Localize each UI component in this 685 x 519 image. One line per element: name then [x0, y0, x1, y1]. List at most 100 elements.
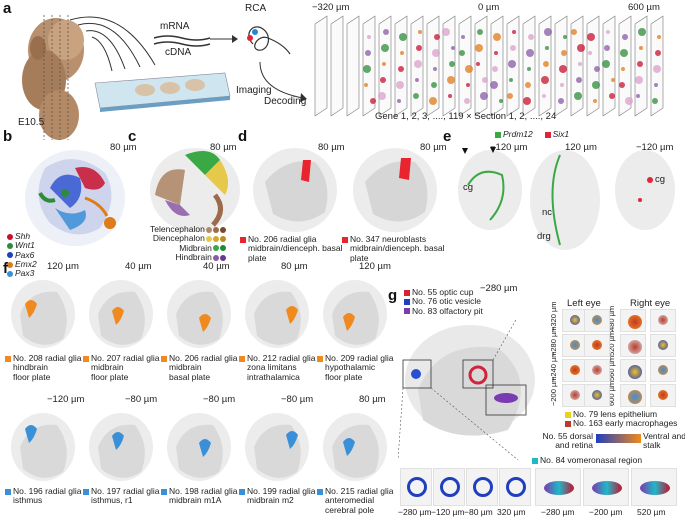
d-depth-2: 80 µm: [420, 142, 447, 153]
otic-ring: [473, 477, 493, 497]
e-depth-3: −120 µm: [636, 142, 674, 153]
f-legend-text: No. 212 radial glia: [247, 353, 316, 363]
f-legend-text: isthmus, r1: [91, 495, 133, 506]
c-legend-item: Telencephalon: [150, 224, 226, 234]
c-region-dot: [205, 236, 212, 243]
eye-signal: [570, 340, 580, 350]
b-gene-name: Wnt1: [15, 240, 35, 251]
stack-section: [426, 15, 440, 117]
gradient-label-left: No. 55 dorsal and retina: [542, 431, 593, 451]
e-annot-cg-1: cg: [463, 182, 474, 193]
stack-section: [394, 15, 408, 117]
e-annot-drg: drg: [537, 231, 551, 242]
f-depth: 40 µm: [125, 261, 152, 272]
c-region-dot: [219, 236, 226, 243]
f-swatch: [317, 488, 323, 495]
f-legend-text: No. 209 radial glia: [325, 353, 394, 363]
b-legend-item: Shh: [6, 231, 37, 241]
f-highlight: [343, 438, 355, 456]
eye-signal: [658, 315, 668, 325]
eye-signal: [570, 315, 580, 325]
f-depth: 80 µm: [281, 261, 308, 272]
eye-tile: [650, 334, 676, 357]
f-map: [167, 413, 231, 481]
eye-tile: [584, 384, 610, 407]
eye-tile: [620, 384, 646, 407]
vomero-tile: [535, 468, 581, 506]
stack-section: [378, 15, 392, 117]
f-swatch: [5, 355, 11, 362]
f-map: [11, 280, 75, 348]
e-annot-cg-2: cg: [655, 174, 666, 185]
otic-ring: [440, 477, 460, 497]
stack-section: [618, 15, 633, 117]
f-highlight: [199, 314, 211, 332]
f-swatch: [83, 355, 89, 362]
eye-tile: [562, 309, 588, 332]
d-legend-1: No. 206 radial glia midbrain/dienceph. b…: [240, 234, 348, 263]
f-legend-text: No. 215 radial glia: [325, 486, 394, 496]
c-region-dot: [212, 245, 219, 252]
f-swatch: [5, 488, 11, 495]
strand-icon: [153, 35, 211, 47]
depth-label-right: 600 µm: [628, 2, 660, 13]
f-legend-text: floor plate: [325, 371, 363, 382]
bottom-depth: −80 µm: [464, 507, 493, 517]
vomero-signal: [544, 481, 574, 495]
f-legend-text: No. 196 radial glia: [13, 486, 82, 496]
eye-signal: [592, 315, 602, 325]
stack-section: [650, 15, 664, 117]
g-legend-2: No. 79 lens epithelium No. 163 early mac…: [565, 409, 677, 429]
f-legend-text: midbrain: [169, 362, 202, 373]
c-region-dot: [219, 226, 226, 233]
f-depth: −80 µm: [203, 394, 236, 405]
eye-signal: [592, 340, 602, 350]
f-highlight: [286, 431, 298, 449]
f-map: [89, 413, 153, 481]
f-legend-text: hypothalamic: [325, 362, 376, 373]
f-legend-text: midbrain m1A: [169, 495, 222, 506]
eye-tile: [650, 384, 676, 407]
eye-signal: [570, 365, 580, 375]
bottom-depth: −280 µm: [398, 507, 432, 517]
mrna-label: mRNA: [160, 21, 190, 32]
depth-label-mid: 0 µm: [478, 2, 500, 13]
f-swatch: [239, 488, 245, 495]
b-legend-item: Emx2: [6, 259, 37, 269]
f-highlight: [199, 439, 211, 457]
f-legend-text: basal plate: [169, 371, 211, 382]
f-map: [167, 280, 231, 348]
eye-tile: [650, 359, 676, 382]
stack-section: [554, 15, 568, 117]
b-legend-item: Wnt1: [6, 241, 37, 250]
b-gene-name: Pax6: [15, 249, 35, 260]
panel-b-label: b: [3, 128, 13, 145]
c-region-dot: [219, 245, 226, 252]
f-depth: −80 µm: [281, 394, 314, 405]
eye-signal: [658, 390, 668, 400]
g-swatch: [404, 299, 410, 306]
f-legend-text: midbrain m2: [247, 495, 294, 506]
g-legend-item: No. 83 olfactory pit: [404, 306, 483, 316]
stack-caption: Gene 1, 2, 3, ...., 119 × Section 1, 2, …: [375, 111, 557, 122]
stack-section: [490, 15, 504, 117]
glass-slide: [94, 72, 231, 112]
e-gene-1: Prdm12: [503, 129, 533, 139]
vomero-depth: 520 µm: [637, 507, 666, 517]
eye-tile: [584, 309, 610, 332]
b-gene-map: [25, 150, 125, 246]
panel-f-label: f: [3, 260, 8, 277]
f-legend-text: anteromedial: [325, 495, 375, 506]
c-region-dot: [212, 236, 219, 243]
f-swatch: [161, 488, 167, 495]
g-swatch: [404, 289, 410, 296]
g-legend-item: No. 55 optic cup: [404, 287, 483, 297]
